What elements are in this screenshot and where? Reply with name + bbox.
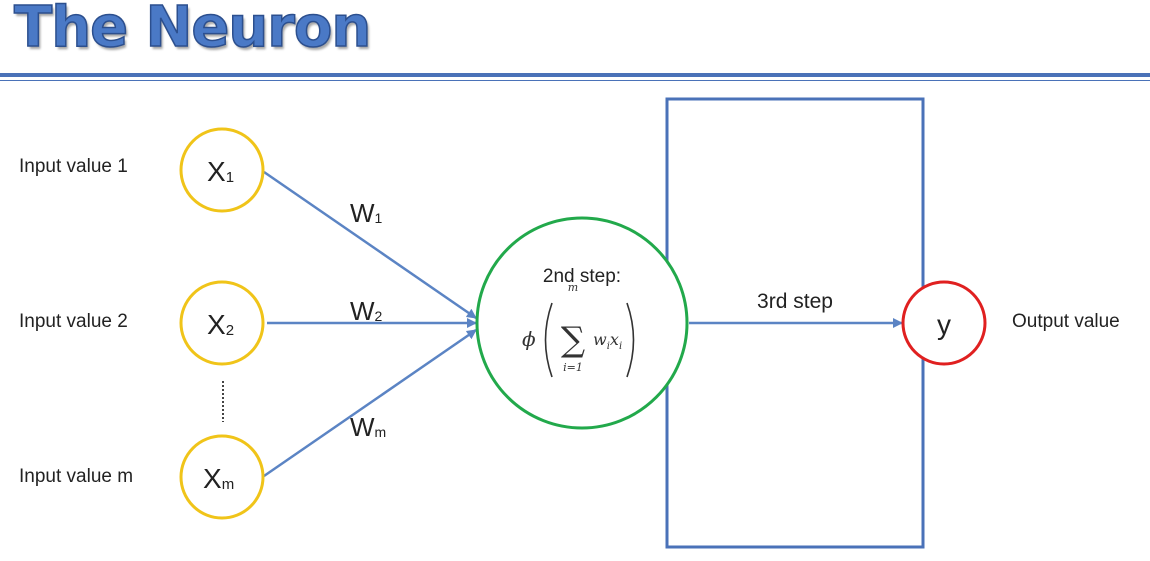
input-node-2 — [179, 280, 265, 366]
formula-lower: i=1 — [563, 361, 583, 374]
input-node-1-text: X1 — [207, 156, 234, 187]
formula-phi: ϕ — [522, 327, 536, 351]
title-divider-thin — [0, 80, 1150, 81]
input-node-1 — [179, 127, 265, 213]
step3-label: 3rd step — [757, 290, 833, 313]
weight-label-m: Wm — [350, 412, 386, 442]
formula-upper: m — [568, 281, 578, 294]
input-node-2-text: X2 — [207, 309, 234, 340]
output-node-text: y — [937, 309, 951, 340]
formula-left-paren — [544, 302, 553, 378]
output-node — [901, 280, 987, 366]
weight-label-1: W1 — [350, 198, 383, 228]
connection-w1 — [263, 170, 477, 320]
formula-right-paren — [626, 302, 635, 378]
formula-term: wixi — [593, 330, 622, 352]
output-label: Output value — [1012, 311, 1120, 332]
step2-label: 2nd step: — [543, 266, 621, 287]
connection-wm — [263, 328, 477, 478]
formula-sum: ∑ — [561, 320, 585, 360]
input-node-m — [179, 434, 265, 520]
input-label-2: Input value 2 — [19, 311, 128, 332]
activation-formula: ϕ m ∑ i=1 wixi — [522, 281, 635, 378]
page-title: The Neuron — [13, 0, 372, 61]
title-divider — [0, 73, 1150, 77]
input-label-m: Input value m — [19, 466, 134, 487]
neuron-node — [475, 216, 689, 430]
input-label-1: Input value 1 — [19, 156, 128, 177]
input-node-m-text: Xm — [203, 463, 234, 494]
weight-label-2: W2 — [350, 296, 383, 326]
